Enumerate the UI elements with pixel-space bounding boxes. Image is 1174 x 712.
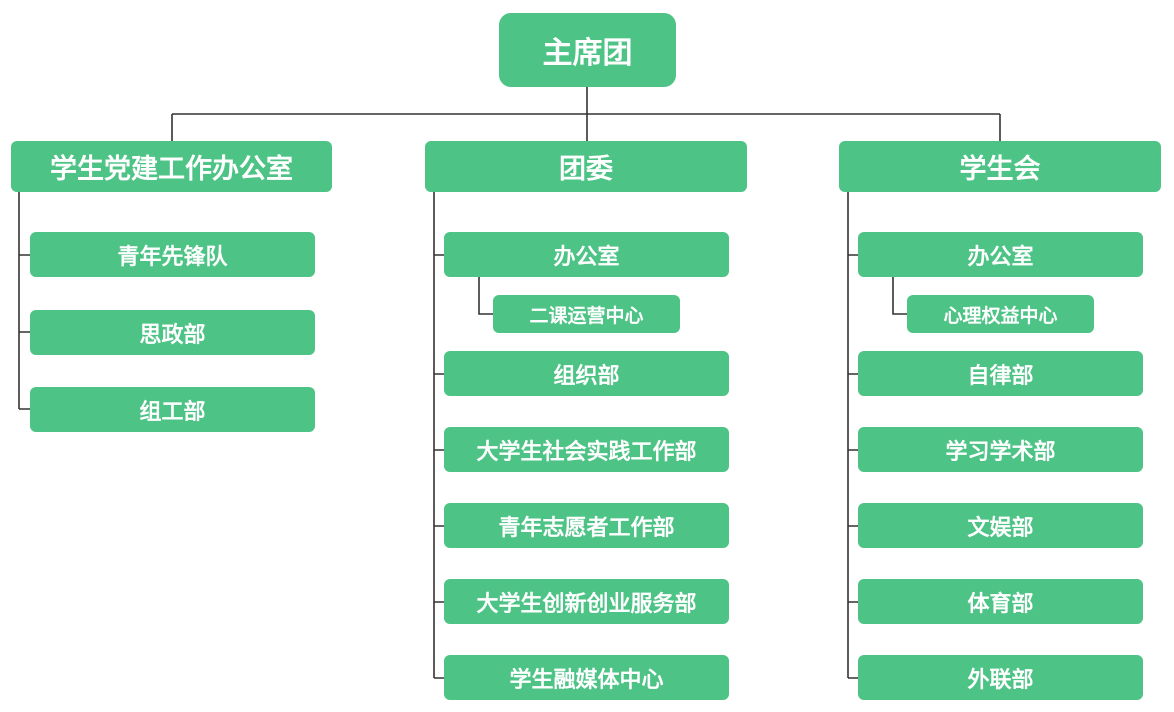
root-connector — [171, 87, 1001, 141]
node-label: 体育部 — [967, 591, 1034, 617]
branch-node-student-union: 学生会 — [839, 141, 1161, 192]
node-label: 自律部 — [967, 363, 1034, 389]
node-label: 大学生社会实践工作部 — [476, 439, 697, 465]
sub-dept-node: 心理权益中心 — [907, 295, 1094, 333]
branch-2-connector — [433, 192, 493, 679]
dept-node: 组工部 — [30, 387, 315, 432]
sub-dept-node: 二课运营中心 — [493, 295, 680, 333]
dept-node: 组织部 — [444, 351, 729, 396]
dept-node: 青年先锋队 — [30, 232, 315, 277]
node-label: 学生党建工作办公室 — [50, 154, 293, 185]
node-label: 学生会 — [959, 154, 1041, 185]
dept-node: 学习学术部 — [858, 427, 1143, 472]
dept-node: 办公室 — [858, 232, 1143, 277]
dept-node: 自律部 — [858, 351, 1143, 396]
node-label: 心理权益中心 — [943, 304, 1058, 327]
node-label: 青年先锋队 — [117, 244, 228, 270]
node-label: 主席团 — [542, 36, 633, 71]
dept-node: 大学生社会实践工作部 — [444, 427, 729, 472]
node-label: 学生融媒体中心 — [509, 667, 664, 693]
node-label: 文娱部 — [967, 515, 1034, 541]
node-label: 外联部 — [967, 667, 1034, 693]
node-label: 二课运营中心 — [529, 304, 644, 327]
node-label: 办公室 — [967, 244, 1034, 270]
node-label: 组织部 — [553, 363, 620, 389]
node-label: 思政部 — [139, 322, 206, 348]
node-label: 组工部 — [139, 399, 206, 425]
branch-node-youth-league: 团委 — [425, 141, 747, 192]
org-root-node: 主席团 — [499, 13, 676, 87]
node-label: 大学生创新创业服务部 — [476, 591, 697, 617]
branch-1-connector — [18, 192, 30, 410]
branch-node-party-building-office: 学生党建工作办公室 — [11, 141, 332, 192]
dept-node: 办公室 — [444, 232, 729, 277]
dept-node: 文娱部 — [858, 503, 1143, 548]
node-label: 团委 — [559, 154, 613, 185]
dept-node: 外联部 — [858, 655, 1143, 700]
node-label: 学习学术部 — [945, 439, 1056, 465]
dept-node: 体育部 — [858, 579, 1143, 624]
branch-3-connector — [847, 192, 907, 679]
node-label: 青年志愿者工作部 — [498, 515, 675, 541]
dept-node: 学生融媒体中心 — [444, 655, 729, 700]
dept-node: 大学生创新创业服务部 — [444, 579, 729, 624]
node-label: 办公室 — [553, 244, 620, 270]
dept-node: 思政部 — [30, 310, 315, 355]
dept-node: 青年志愿者工作部 — [444, 503, 729, 548]
